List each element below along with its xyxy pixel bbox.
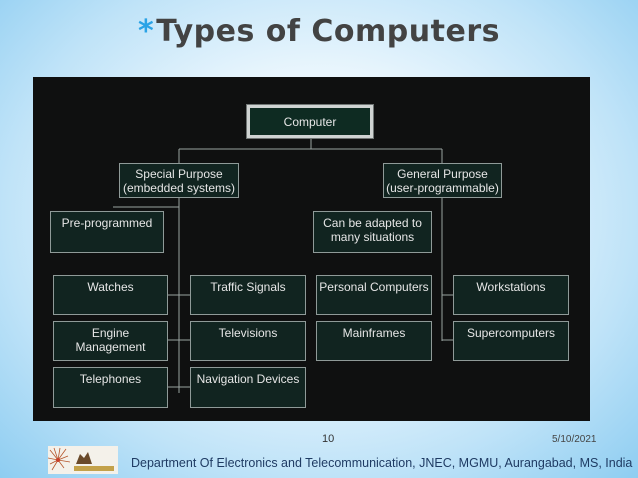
page-number: 10	[322, 433, 335, 445]
special-purpose-node: Special Purpose (embedded systems)	[119, 163, 239, 198]
watches-node: Watches	[53, 275, 168, 315]
computer-types-diagram: Computer Special Purpose (embedded syste…	[33, 77, 590, 421]
televisions-node: Televisions	[190, 321, 306, 361]
workstations-node: Workstations	[453, 275, 569, 315]
pre-programmed-node: Pre-programmed	[50, 211, 164, 253]
slide-title: *Types of Computers	[0, 14, 638, 49]
department-footer: Department Of Electronics and Telecommun…	[131, 456, 633, 470]
personal-computers-node: Personal Computers	[316, 275, 432, 315]
general-purpose-node: General Purpose (user-programmable)	[383, 163, 502, 198]
telephones-node: Telephones	[53, 367, 168, 408]
engine-management-node: Engine Management	[53, 321, 168, 361]
adapted-node: Can be adapted to many situations	[313, 211, 432, 253]
title-text: Types of Computers	[156, 14, 500, 49]
traffic-signals-node: Traffic Signals	[190, 275, 306, 315]
mainframes-node: Mainframes	[316, 321, 432, 361]
university-logo-icon	[48, 446, 118, 474]
slide-date: 5/10/2021	[552, 434, 597, 445]
navigation-devices-node: Navigation Devices	[190, 367, 306, 408]
supercomputers-node: Supercomputers	[453, 321, 569, 361]
computer-node: Computer	[246, 104, 374, 139]
connector-lines	[113, 137, 453, 393]
title-bullet: *	[138, 14, 155, 49]
